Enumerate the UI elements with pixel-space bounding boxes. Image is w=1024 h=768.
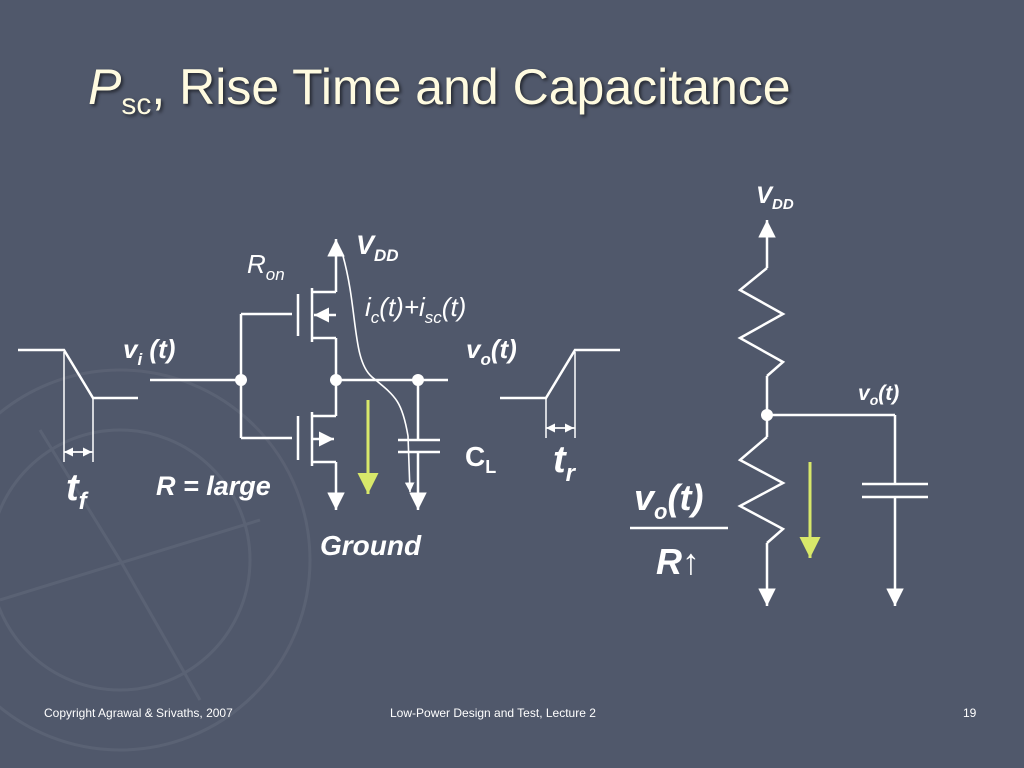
pmos-transistor [296, 288, 336, 342]
fraction-denominator: R↑ [656, 541, 700, 582]
resistor-bottom [737, 436, 786, 544]
vo-right-label: vo(t) [858, 382, 899, 408]
title-rest: , Rise Time and Capacitance [151, 59, 791, 115]
footer-copyright: Copyright Agrawal & Srivaths, 2007 [44, 706, 233, 720]
input-waveform [18, 348, 138, 400]
slide-title: Psc, Rise Time and Capacitance [88, 58, 791, 122]
junction-output [412, 374, 424, 386]
output-waveform [500, 348, 620, 400]
junction-gate [235, 374, 247, 386]
current-label: ic(t)+isc(t) [365, 292, 466, 327]
vdd-label: VDD [356, 230, 399, 265]
ron-label: Ron [247, 249, 285, 284]
footer-lecture: Low-Power Design and Test, Lecture 2 [390, 706, 596, 720]
resistor-top [737, 267, 786, 377]
tr-label: tr [553, 439, 577, 487]
compass-watermark [0, 368, 312, 752]
current-path [342, 255, 415, 493]
nmos-transistor [296, 412, 336, 466]
title-subscript: sc [121, 88, 152, 121]
junction-rc [761, 409, 773, 421]
footer-page-number: 19 [963, 706, 977, 720]
r-large-label: R = large [156, 471, 271, 501]
cl-label: CL [465, 441, 496, 477]
vo-label: vo(t) [466, 334, 517, 369]
vi-label: vi (t) [123, 334, 175, 369]
title-symbol: P [88, 59, 122, 115]
tf-label: tf [66, 467, 89, 515]
junction-drain [330, 374, 342, 386]
vdd-right-label: VDD [756, 182, 794, 213]
fraction-numerator: vo(t) [634, 477, 703, 524]
ground-label: Ground [320, 530, 422, 561]
